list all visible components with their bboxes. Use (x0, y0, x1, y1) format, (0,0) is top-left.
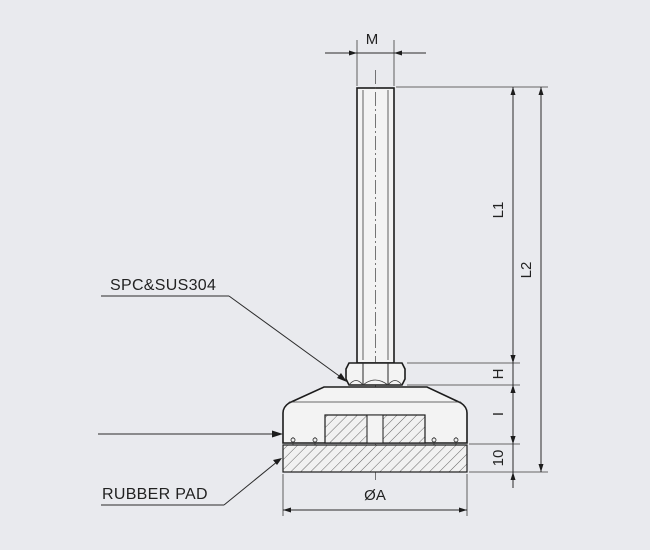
pad-leader (101, 458, 282, 506)
base-housing (282, 386, 468, 449)
dim-i-label: I (490, 412, 507, 416)
dim-oa-label: ØA (364, 487, 386, 504)
dim-m (325, 40, 426, 86)
dim-m-label: M (366, 31, 379, 48)
dim-l1 (510, 87, 516, 363)
rubber-pad-label: RUBBER PAD (102, 486, 208, 503)
hex-nut (345, 362, 406, 386)
threaded-stud (356, 70, 395, 480)
base-pointer (98, 430, 283, 438)
material-label: SPC&SUS304 (110, 277, 216, 294)
rubber-pad (282, 444, 468, 473)
dim-oa (282, 474, 468, 516)
dim-h-label: H (490, 369, 507, 380)
fasteners (290, 437, 459, 449)
dim-10 (510, 430, 516, 488)
dim-l2 (538, 87, 544, 472)
dim-l2-label: L2 (518, 262, 535, 279)
dim-10-label: 10 (490, 450, 507, 467)
dim-l1-label: L1 (490, 202, 507, 219)
dim-extensions (396, 86, 548, 473)
material-leader (101, 295, 347, 382)
